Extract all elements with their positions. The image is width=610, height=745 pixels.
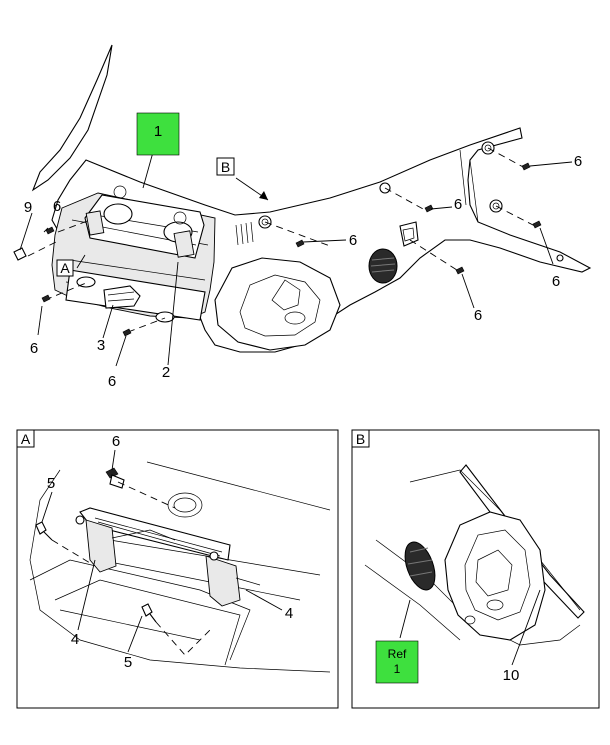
push-clips — [41, 162, 542, 337]
label-part-6-a: 6 — [53, 198, 61, 215]
label-part-6-c: 6 — [108, 373, 116, 390]
speaker-housing — [214, 257, 341, 351]
view-a-marker-label: A — [60, 260, 70, 276]
detail-a-frame — [16, 429, 339, 709]
detail-b-label: B — [356, 431, 365, 447]
view-a-marker-box — [56, 259, 74, 277]
detail-a-label-part-5-a: 5 — [47, 475, 55, 492]
callout-box-main — [136, 112, 180, 156]
detail-a-label: A — [21, 431, 31, 447]
detail-speaker-grille — [404, 541, 436, 591]
upper-trim-panel — [31, 44, 113, 192]
label-part-6-h: 6 — [474, 307, 482, 324]
detail-speaker-housing — [444, 511, 546, 641]
label-part-6-e: 6 — [454, 196, 462, 213]
callout-box-ref — [375, 640, 419, 684]
label-part-3: 3 — [97, 337, 105, 354]
main-view: 1 A B 9 6 6 3 6 2 6 6 6 6 6 — [13, 44, 592, 390]
label-part-2: 2 — [162, 364, 170, 381]
label-part-6-f: 6 — [574, 153, 582, 170]
callout-ref-label: Ref — [388, 647, 407, 661]
label-part-6-d: 6 — [349, 232, 357, 249]
grab-handle — [84, 185, 205, 259]
detail-a-label-part-5-b: 5 — [124, 654, 132, 671]
connector-part — [103, 285, 141, 309]
speaker-grille — [368, 248, 398, 284]
label-part-6-b: 6 — [30, 340, 38, 357]
detail-handle — [75, 507, 261, 607]
bracket-part — [13, 247, 27, 261]
detail-a-label-part-4-a: 4 — [71, 631, 79, 648]
view-b-marker-box — [216, 157, 235, 176]
callout-ref-number: 1 — [394, 662, 401, 676]
detail-b-view: B Ref 1 10 — [351, 429, 600, 709]
detail-a-label-part-4-b: 4 — [285, 605, 293, 622]
detail-a-view: A — [16, 429, 339, 709]
callout-main-number: 1 — [154, 123, 162, 140]
view-b-marker-label: B — [221, 159, 230, 175]
label-part-9: 9 — [24, 199, 32, 216]
label-part-6-g: 6 — [552, 273, 560, 290]
detail-b-label-part-10: 10 — [503, 667, 520, 684]
detail-a-label-part-6: 6 — [112, 433, 120, 450]
screws — [35, 521, 157, 623]
